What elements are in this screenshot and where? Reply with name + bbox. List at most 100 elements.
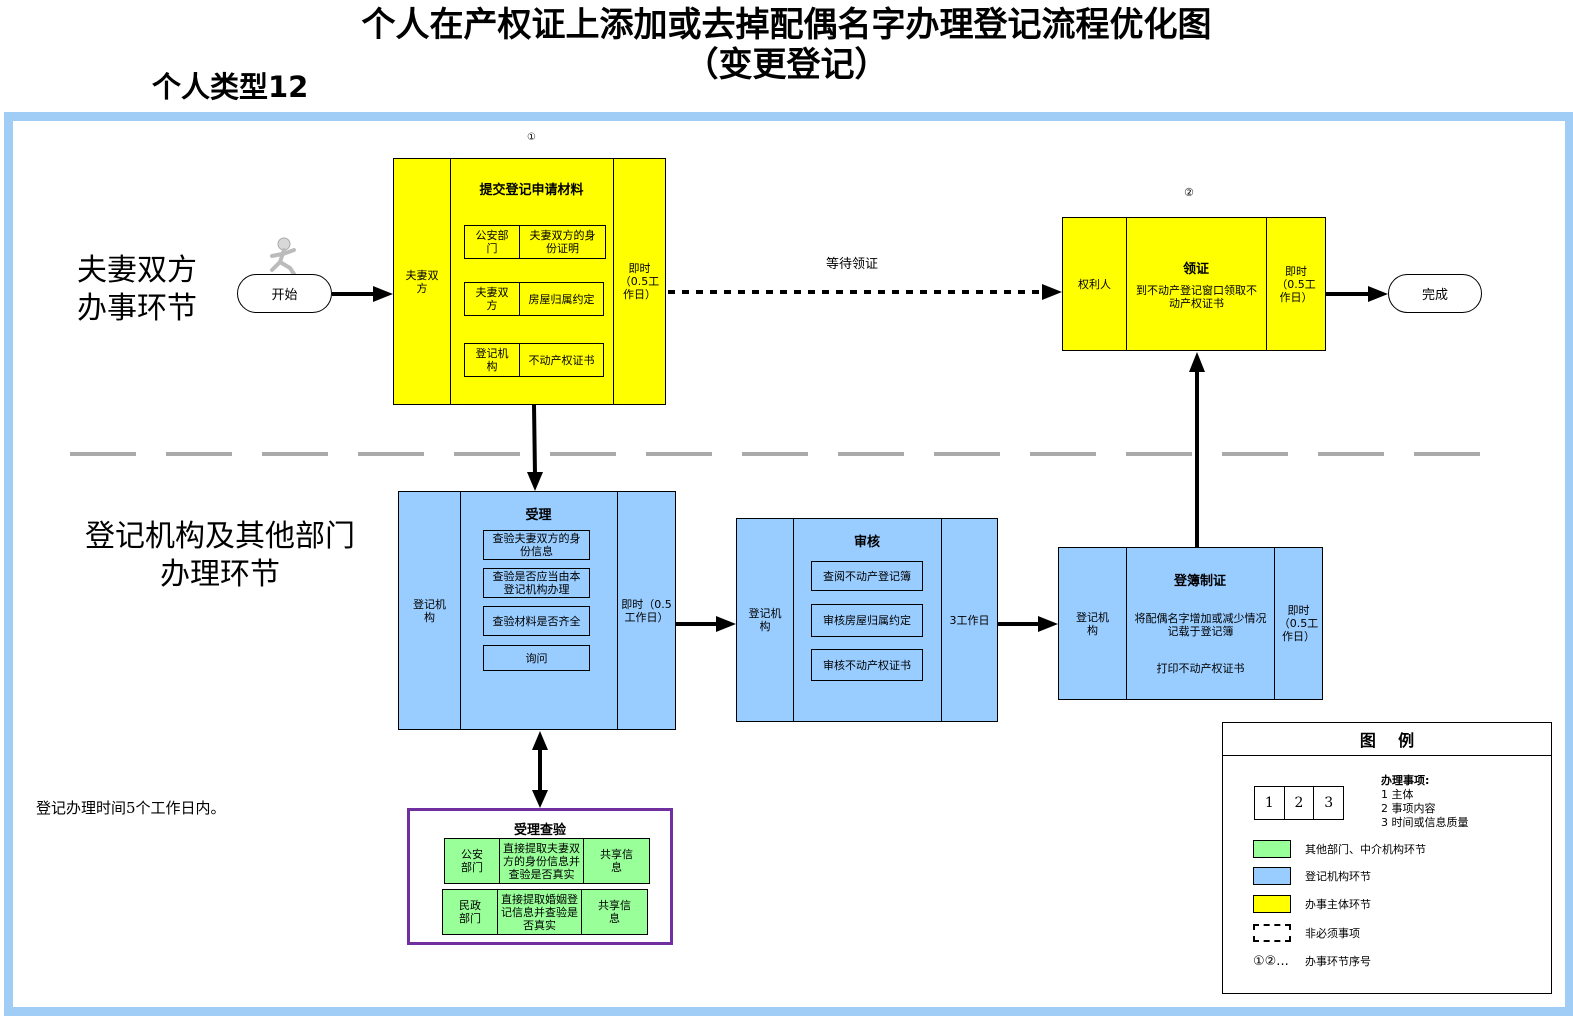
accept-item-text: 查验材料是否齐全 — [492, 614, 581, 628]
legend-green-label: 其他部门、中介机构环节 — [1305, 843, 1426, 856]
step1-item-source: 登记机构 — [475, 347, 509, 373]
step1-item-content: 房屋归属约定 — [519, 283, 603, 315]
legend-dashed-label: 非必须事项 — [1305, 927, 1360, 940]
step1-item-source: 公安部门 — [475, 229, 509, 255]
legend-yellow-label: 办事主体环节 — [1305, 898, 1371, 911]
verify-dept: 公安部门 — [461, 848, 483, 874]
register-title: 登簿制证 — [1173, 574, 1226, 589]
step2-box: 权利人 领证 到不动产登记窗口领取不动产权证书 即时（0.5工作日） — [1062, 217, 1326, 351]
review-item-text: 审核房屋归属约定 — [823, 614, 911, 627]
accept-item: 查验夫妻双方的身份信息 — [483, 530, 590, 560]
step1-item-source: 夫妻双方 — [475, 286, 509, 312]
verify-box: 受理查验 公安部门 直接提取夫妻双方的身份信息并查验是否真实 共享信息 民政部门… — [407, 808, 673, 945]
lane-top-label: 夫妻双方 办事环节 — [62, 252, 212, 328]
review-title: 审核 — [853, 535, 880, 550]
time-note: 登记办理时间5个工作日内。 — [36, 799, 226, 817]
legend-matter: 1 主体 — [1381, 788, 1414, 801]
step1-number: ① — [527, 132, 536, 143]
lane-top-line1: 夫妻双方 — [77, 253, 197, 288]
step1-item: 公安部门 夫妻双方的身份证明 — [464, 225, 606, 259]
legend-cell: 3 — [1313, 787, 1343, 819]
accept-item: 查验是否应当由本登记机构办理 — [483, 568, 590, 598]
lane-top-line2: 办事环节 — [77, 291, 197, 326]
legend-cells: 1 2 3 — [1254, 786, 1344, 820]
legend-cell: 1 — [1264, 794, 1274, 811]
step2-number: ② — [1184, 186, 1194, 199]
legend-seq-symbol: ①②... — [1253, 953, 1289, 969]
verify-share: 共享信息 — [581, 890, 647, 934]
page-subtitle: （变更登记） — [684, 45, 889, 85]
legend-yellow: 办事主体环节 — [1253, 895, 1371, 913]
dashed-swatch — [1253, 924, 1291, 942]
accept-item-text: 查验是否应当由本登记机构办理 — [492, 570, 581, 596]
step1-item: 登记机构 不动产权证书 — [464, 343, 604, 377]
lane-bottom-line2: 办理环节 — [160, 557, 280, 592]
review-item-text: 审核不动产权证书 — [823, 658, 911, 672]
step2-title: 领证 — [1182, 262, 1209, 277]
accept-item-text: 查验夫妻双方的身份信息 — [492, 532, 581, 558]
verify-share: 共享信息 — [583, 839, 649, 883]
lane-bottom-label: 登记机构及其他部门 办理环节 — [70, 518, 370, 594]
register-content2: 打印不动产权证书 — [1156, 661, 1245, 675]
legend-seq-label: 办事环节序号 — [1305, 955, 1371, 968]
accept-time: 即时（0.5工作日） — [621, 597, 672, 624]
step2-content: 到不动产登记窗口领取不动产权证书 — [1136, 284, 1257, 310]
step1-item-content: 夫妻双方的身份证明 — [519, 226, 605, 258]
yellow-swatch — [1253, 895, 1291, 913]
legend-green: 其他部门、中介机构环节 — [1253, 840, 1426, 858]
end-terminal: 完成 — [1388, 274, 1482, 313]
step1-box: 夫妻双方 提交登记申请材料 即时（0.5工作日） 公安部门 夫妻双方的身份证明 … — [393, 158, 666, 405]
accept-item: 询问 — [483, 645, 590, 671]
type-label: 个人类型12 — [152, 70, 309, 104]
lane-divider — [70, 452, 1480, 456]
legend-matters-title: 办理事项: — [1381, 774, 1430, 787]
legend-cell: 2 — [1283, 787, 1314, 819]
accept-box: 登记机构 受理 即时（0.5工作日） 查验夫妻双方的身份信息 查验是否应当由本登… — [398, 491, 676, 730]
register-content1: 将配偶名字增加或减少情况记载于登记簿 — [1134, 612, 1267, 638]
accept-item: 查验材料是否齐全 — [483, 606, 590, 636]
step2-time: 即时（0.5工作日） — [1276, 264, 1316, 304]
register-box: 登记机构 登簿制证 将配偶名字增加或减少情况记载于登记簿 打印不动产权证书 即时… — [1058, 547, 1323, 700]
review-box: 登记机构 审核 3工作日 查阅不动产登记簿 审核房屋归属约定 审核不动产权证书 — [736, 518, 998, 722]
step2-actor: 权利人 — [1078, 277, 1111, 291]
review-item: 审核房屋归属约定 — [811, 604, 923, 637]
verify-content: 直接提取夫妻双方的身份信息并查验是否真实 — [499, 839, 583, 883]
legend-blue-label: 登记机构环节 — [1305, 870, 1371, 883]
review-item: 查阅不动产登记簿 — [811, 561, 923, 591]
step1-title: 提交登记申请材料 — [479, 183, 584, 198]
verify-row: 民政部门 直接提取婚姻登记信息并查验是否真实 共享信息 — [442, 889, 648, 935]
verify-row: 公安部门 直接提取夫妻双方的身份信息并查验是否真实 共享信息 — [444, 838, 650, 884]
review-actor: 登记机构 — [748, 607, 782, 633]
wait-label: 等待领证 — [826, 257, 879, 272]
legend-dashed: 非必须事项 — [1253, 924, 1360, 942]
step1-item-content: 不动产权证书 — [519, 344, 603, 376]
legend-title: 图 例 — [1223, 723, 1551, 756]
arrow-step1-accept — [532, 404, 537, 476]
legend-matter: 2 事项内容 — [1381, 802, 1436, 815]
legend-seq: ①②... 办事环节序号 — [1253, 953, 1371, 969]
page-title: 个人在产权证上添加或去掉配偶名字办理登记流程优化图 — [361, 5, 1212, 45]
start-terminal: 开始 — [237, 274, 332, 313]
blue-swatch — [1253, 867, 1291, 885]
review-item: 审核不动产权证书 — [811, 649, 923, 681]
verify-dept: 民政部门 — [459, 899, 481, 925]
legend-matters: 办理事项: 1 主体 2 事项内容 3 时间或信息质量 — [1381, 774, 1469, 830]
legend-blue: 登记机构环节 — [1253, 867, 1371, 885]
register-time: 即时（0.5工作日） — [1278, 604, 1319, 643]
review-time: 3工作日 — [949, 613, 990, 627]
register-actor: 登记机构 — [1076, 610, 1109, 637]
step1-item: 夫妻双方 房屋归属约定 — [464, 282, 604, 316]
accept-item-text: 询问 — [525, 651, 548, 665]
step1-actor: 夫妻双方 — [405, 268, 439, 295]
legend-matter: 3 时间或信息质量 — [1381, 816, 1469, 829]
step1-time: 即时（0.5工作日） — [619, 262, 660, 301]
accept-actor: 登记机构 — [413, 597, 446, 624]
lane-bottom-line1: 登记机构及其他部门 — [85, 519, 355, 554]
accept-title: 受理 — [525, 508, 552, 523]
green-swatch — [1253, 840, 1291, 858]
review-item-text: 查阅不动产登记簿 — [823, 569, 911, 583]
verify-title: 受理查验 — [513, 823, 566, 838]
verify-content: 直接提取婚姻登记信息并查验是否真实 — [497, 890, 581, 934]
runner-icon — [270, 237, 296, 276]
